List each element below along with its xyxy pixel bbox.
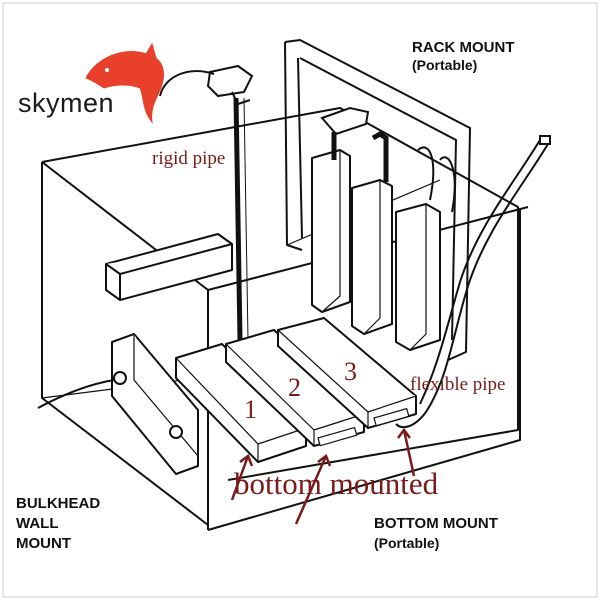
rack-transducers	[311, 149, 441, 351]
label-num-3: 3	[344, 357, 357, 386]
rack-frame	[284, 39, 471, 361]
bulkhead-fitting-bottom	[169, 425, 183, 439]
label-bulkhead-2: WALL	[16, 515, 59, 532]
label-rigid-pipe: rigid pipe	[152, 148, 225, 169]
arrow-to-3	[402, 429, 416, 477]
label-bottom-mount: BOTTOM MOUNT	[374, 515, 498, 532]
arrow-to-1	[230, 455, 250, 501]
dolphin-icon	[85, 42, 164, 124]
tank-back-face	[41, 107, 519, 481]
label-num-1: 1	[244, 395, 257, 424]
bulkhead-cable	[37, 379, 115, 409]
label-bulkhead-1: BULKHEAD	[16, 495, 100, 512]
rack-inner-top	[299, 57, 457, 341]
brand-logo: skymen	[18, 42, 164, 124]
annotation-arrows	[230, 427, 416, 525]
rack-hooks	[320, 106, 456, 213]
rigid-pipe	[159, 64, 254, 341]
flexible-pipe	[395, 135, 551, 429]
rack-inner-left	[297, 57, 303, 239]
bulkhead-fitting-top	[113, 371, 127, 385]
tank-front-bottom-edge	[207, 208, 521, 531]
rack-outer	[284, 39, 471, 361]
arrow-to-2	[294, 455, 328, 525]
label-rack-mount: RACK MOUNT	[412, 39, 515, 56]
brand-name: skymen	[18, 88, 114, 118]
label-bottom-mounted: bottom mounted	[234, 466, 439, 501]
bulkhead-unit	[37, 333, 199, 475]
submerged-transducer-back	[105, 233, 233, 301]
label-bottom-mount-sub: (Portable)	[374, 535, 439, 551]
bottom-transducers	[175, 317, 417, 463]
label-bulkhead-3: MOUNT	[16, 535, 71, 552]
label-flexible-pipe: flexible pipe	[410, 374, 506, 395]
label-rack-mount-sub: (Portable)	[412, 57, 477, 73]
label-num-2: 2	[288, 373, 301, 402]
